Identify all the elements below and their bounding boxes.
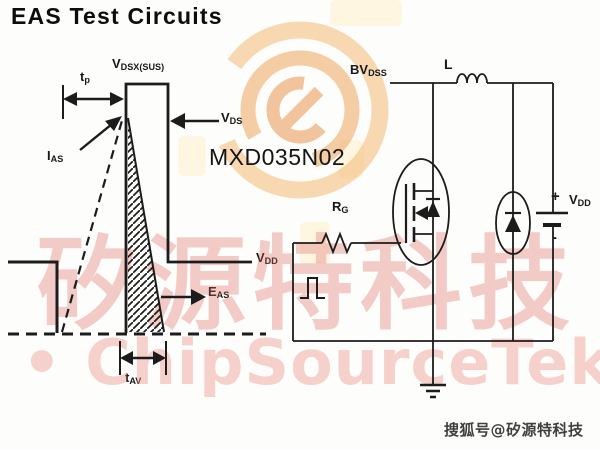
tav-arrowhead-right xyxy=(153,351,166,365)
tav-label: tAV xyxy=(125,371,141,386)
sohu-account-tag: 搜狐号@矽源特科技 xyxy=(444,421,584,439)
vdsx-sus-label: VDSX(SUS) xyxy=(112,57,164,72)
tp-arrowhead-left xyxy=(63,92,77,106)
gate-pulse-icon xyxy=(300,277,325,299)
battery-minus-label: - xyxy=(552,229,557,246)
logo-outer-ring xyxy=(211,21,389,199)
vds-label: VDS xyxy=(221,111,242,126)
tav-sub: AV xyxy=(129,375,142,386)
vds-pulse-outline xyxy=(124,82,252,333)
vds-sub: DS xyxy=(229,115,243,126)
body-diode-triangle xyxy=(426,201,440,217)
vdd-level-main: V xyxy=(256,250,265,265)
tav-main: t xyxy=(125,370,130,385)
vdd-supply-sub: DD xyxy=(577,197,591,208)
tav-arrowhead-left xyxy=(120,351,133,365)
eas-label: EAS xyxy=(208,285,229,300)
tp-sub: p xyxy=(84,74,90,85)
ias-main: I xyxy=(47,148,51,163)
ias-arrowhead xyxy=(105,116,122,131)
vds-arrowhead xyxy=(170,113,185,129)
current-decay-line xyxy=(127,117,165,333)
bvdss-main: BV xyxy=(350,62,369,77)
tp-main: t xyxy=(80,69,85,84)
part-number-label: MXD035N02 xyxy=(209,144,346,170)
battery-plus-label: + xyxy=(551,188,560,205)
clamp-diode-triangle xyxy=(505,215,521,232)
ias-sub: AS xyxy=(50,153,64,164)
gate-resistor-label: RG xyxy=(332,200,348,215)
vdd-level-sub: DD xyxy=(264,255,278,266)
tp-label: tp xyxy=(80,70,90,85)
ias-arrow-shaft xyxy=(79,123,113,151)
rg-main: R xyxy=(332,199,342,214)
logo-slash xyxy=(276,86,324,134)
inductor-label: L xyxy=(444,56,453,72)
bvdss-sub: DSS xyxy=(368,67,387,78)
waveform-initial-step xyxy=(8,260,59,333)
eas-arrowhead xyxy=(191,289,206,305)
tp-arrowhead-right xyxy=(110,92,124,106)
vdsx-sub: DSX(SUS) xyxy=(120,61,165,72)
eas-waveform-diagram xyxy=(8,82,266,375)
mosfet-body-arrow xyxy=(415,206,428,220)
brand-logo-watermark xyxy=(211,21,389,199)
vdsx-main: V xyxy=(112,56,121,71)
eas-sub: AS xyxy=(216,289,230,300)
vdd-supply-main: V xyxy=(569,192,578,207)
rg-sub: G xyxy=(341,204,349,215)
logo-inner-curl xyxy=(266,76,334,144)
background-smudge xyxy=(178,136,206,176)
mosfet-symbol-circle xyxy=(392,158,450,266)
eas-main: E xyxy=(208,284,217,299)
vdd-supply-label: VDD xyxy=(569,193,591,208)
ias-label: IAS xyxy=(47,149,63,164)
vdd-level-label: VDD xyxy=(256,251,278,266)
clamp-diode-circle xyxy=(495,191,531,255)
vds-main: V xyxy=(221,110,230,125)
ground-icon xyxy=(420,383,446,399)
watermark-english: • ChipSourceTek • xyxy=(22,326,600,399)
bvdss-label: BVDSS xyxy=(350,63,387,78)
background-smudge xyxy=(330,0,402,26)
gate-resistor-zigzag xyxy=(321,231,352,255)
inductor-coil xyxy=(456,73,488,84)
eas-test-circuit-schematic xyxy=(292,73,568,399)
current-ramp-dashed-line xyxy=(60,116,125,333)
page-title: EAS Test Circuits xyxy=(11,3,223,29)
logo-mid-ring xyxy=(240,50,360,170)
